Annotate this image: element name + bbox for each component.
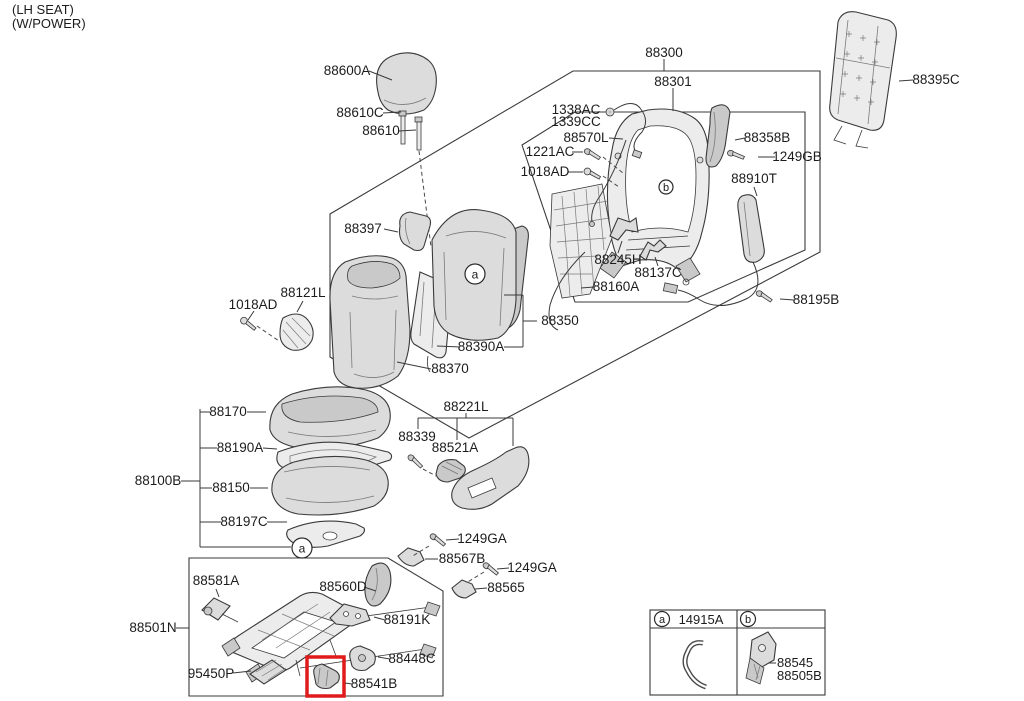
label-88221l: 88221L [443,399,489,414]
cushion-88150 [271,455,389,516]
label-88560d: 88560D [319,579,367,594]
side-airbag-88910t [662,194,765,306]
label-88300: 88300 [645,45,683,60]
label-1249gb: 1249GB [772,149,822,164]
screw-1249gb [727,150,746,160]
bracket-88191k [329,603,371,627]
legend-marker-a: a [659,614,666,626]
strap-88560d [364,562,392,607]
group-box-88301 [521,111,806,303]
label-88610: 88610 [362,123,400,138]
legend-table: a 14915A b 88545 88505B [649,609,826,696]
part-labels: 88600A 88610C 88610 88300 88301 1338AC 1… [129,45,960,691]
screw-1221ac [583,148,602,161]
label-88521a: 88521A [432,440,479,455]
label-1018ad-upper: 1018AD [521,164,570,179]
marker-a-cushion: a [291,537,313,559]
label-88567b: 88567B [439,551,486,566]
svg-text:a: a [299,542,306,556]
label-88610c: 88610C [336,105,384,120]
suspension-mat [548,183,613,331]
legend-motor-88505b [745,631,777,685]
label-88339: 88339 [398,429,436,444]
label-88358b: 88358B [744,130,791,145]
label-88245h: 88245H [594,252,641,267]
screw-88195b [755,290,773,303]
label-88350: 88350 [541,313,579,328]
group-box-88501N [188,557,444,697]
label-88195b: 88195B [793,292,840,307]
highlight-box-88541b [305,655,346,698]
group-box-88300 [329,70,821,439]
marker-b-frame: b [663,182,669,194]
bracket-88565 [451,571,485,599]
bracket-88245h [609,217,639,241]
label-88137c: 88137C [634,265,682,280]
title-line1: (LH SEAT) [12,2,74,17]
label-88541b: 88541B [351,676,398,691]
bolt-1018ad-left [240,316,257,331]
marker-a-seatback: a [472,268,479,282]
label-88910t: 88910T [731,171,777,186]
rear-panel-88395c [829,11,897,149]
label-88570l: 88570L [563,130,609,145]
side-cover-88121l [256,313,314,351]
label-88160a: 88160A [593,279,640,294]
leader-lines [176,59,914,685]
label-88100b: 88100B [135,473,182,488]
motor-88581a [201,597,239,623]
label-88301: 88301 [654,74,692,89]
label-1221ac: 1221AC [526,144,575,159]
legend-part-88545: 88545 [777,655,813,670]
label-88170: 88170 [209,404,247,419]
label-1018ad-left: 1018AD [229,297,278,312]
legend-part-14915a: 14915A [679,612,724,627]
label-1339cc: 1339CC [551,114,601,129]
label-88395c: 88395C [912,72,960,87]
shield-88221l [451,446,530,510]
label-88121l: 88121L [280,285,326,300]
label-88390a: 88390A [458,339,505,354]
label-1249ga-1: 1249GA [457,531,507,546]
bracket-88137c [639,239,667,261]
label-88397: 88397 [344,221,382,236]
motor-88541b [313,663,340,690]
harness-grommet [589,103,646,227]
label-88581a: 88581A [193,573,240,588]
legend-part-88505b: 88505B [777,668,822,683]
bolt-1018ad-upper [583,167,602,180]
label-88448c: 88448C [388,651,436,666]
legend-marker-b: b [745,614,751,626]
strap-88358b [705,104,731,168]
screw-1249ga-1 [429,533,447,547]
seatback-cover-88370 [329,255,411,389]
label-88565: 88565 [487,580,525,595]
label-88197c: 88197C [220,514,268,529]
label-88150: 88150 [212,480,250,495]
label-88190a: 88190A [217,440,264,455]
label-88600a: 88600A [324,63,371,78]
label-88191k: 88191K [384,612,431,627]
title-line2: (W/POWER) [12,16,86,31]
screw-88339 [407,454,424,469]
cushion-88170 [269,386,391,450]
label-95450p: 95450P [188,666,235,681]
trim-bracket-88397 [398,211,432,252]
bracket-88567b [397,545,430,567]
seatback-pad-88350: a [431,209,529,341]
label-88370: 88370 [431,361,469,376]
label-1249ga-2: 1249GA [507,560,557,575]
label-1338ac: 1338AC [552,102,601,117]
motor-88448c [349,645,376,672]
pad-95450p [249,659,287,685]
label-88501n: 88501N [129,620,176,635]
switch-88521a [422,459,466,483]
screw-1249ga-2 [482,562,500,576]
legend-hook-14915a [682,640,707,690]
